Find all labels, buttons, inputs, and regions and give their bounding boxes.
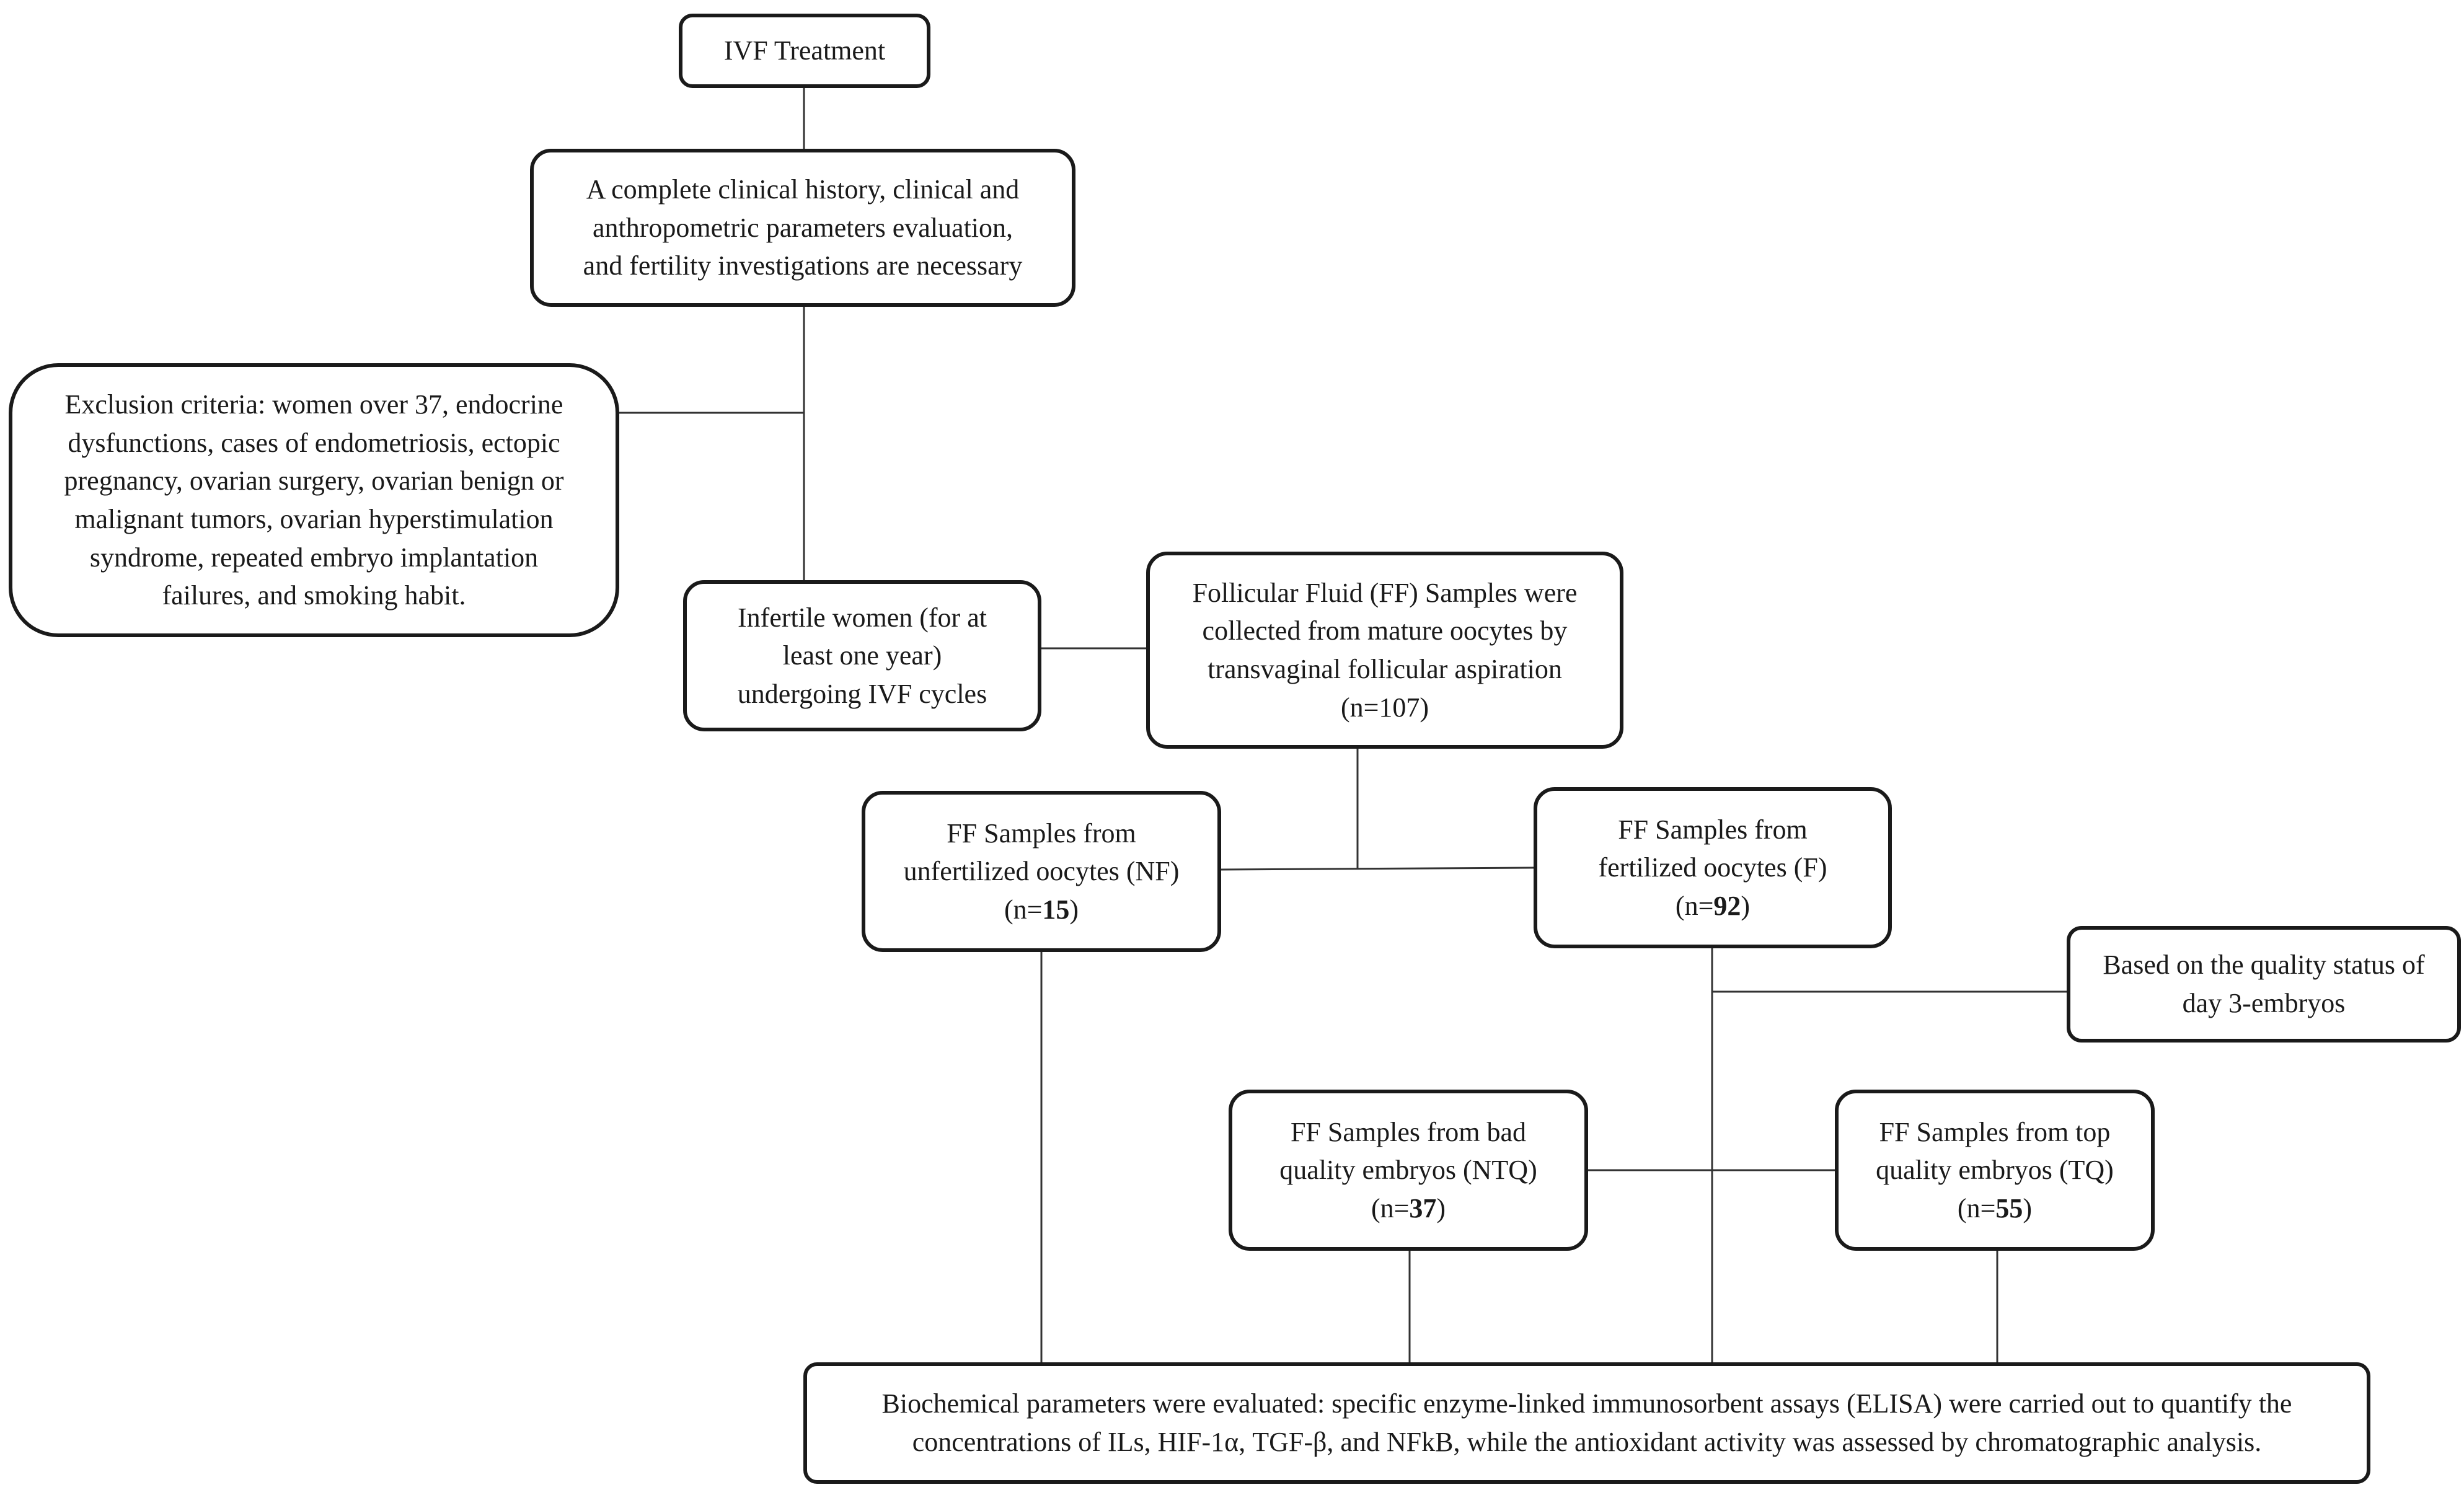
count-prefix: (n=	[1675, 890, 1714, 921]
clinical-history-label: A complete clinical history, clinical an…	[583, 174, 1023, 281]
fertilized-count: (n=92)	[1599, 887, 1827, 925]
unfertilized-oocytes-content: FF Samples from unfertilized oocytes (NF…	[904, 814, 1180, 929]
top-quality-embryos-box: FF Samples from top quality embryos (TQ)…	[1835, 1090, 2155, 1251]
infertile-women-box: Infertile women (for at least one year) …	[683, 580, 1041, 731]
biochemical-parameters-label: Biochemical parameters were evaluated: s…	[881, 1388, 2292, 1457]
count-suffix: )	[1741, 890, 1751, 921]
unfertilized-oocytes-box: FF Samples from unfertilized oocytes (NF…	[862, 791, 1221, 952]
ivf-treatment-label: IVF Treatment	[723, 35, 886, 66]
top-quality-count-value: 55	[1995, 1192, 2023, 1223]
count-suffix: )	[1069, 894, 1079, 925]
count-suffix: )	[2023, 1192, 2033, 1223]
embryo-quality-label: Based on the quality status of day 3-emb…	[2103, 950, 2425, 1018]
bad-quality-count: (n=37)	[1279, 1189, 1537, 1228]
top-quality-embryos-label: FF Samples from top quality embryos (TQ)	[1876, 1116, 2114, 1186]
count-prefix: (n=	[1371, 1192, 1410, 1223]
count-suffix: )	[1436, 1192, 1446, 1223]
unfertilized-count: (n=15)	[904, 891, 1180, 929]
bad-quality-embryos-label: FF Samples from bad quality embryos (NTQ…	[1279, 1116, 1537, 1186]
exclusion-criteria-label: Exclusion criteria: women over 37, endoc…	[64, 389, 564, 611]
unfertilized-count-value: 15	[1042, 894, 1070, 925]
count-prefix: (n=	[1004, 894, 1043, 925]
unfertilized-oocytes-label: FF Samples from unfertilized oocytes (NF…	[903, 818, 1180, 887]
top-quality-embryos-content: FF Samples from top quality embryos (TQ)…	[1876, 1113, 2114, 1228]
fertilized-oocytes-content: FF Samples from fertilized oocytes (F) (…	[1599, 811, 1827, 925]
fertilized-oocytes-label: FF Samples from fertilized oocytes (F)	[1598, 814, 1827, 883]
exclusion-criteria-box: Exclusion criteria: women over 37, endoc…	[9, 363, 619, 637]
bad-quality-embryos-box: FF Samples from bad quality embryos (NTQ…	[1229, 1090, 1588, 1251]
top-quality-count: (n=55)	[1876, 1189, 2114, 1228]
connector-nf-f	[1221, 866, 1534, 871]
fertilized-count-value: 92	[1713, 890, 1741, 921]
fertilized-oocytes-box: FF Samples from fertilized oocytes (F) (…	[1534, 787, 1892, 948]
infertile-women-label: Infertile women (for at least one year) …	[737, 602, 987, 709]
follicular-fluid-label: Follicular Fluid (FF) Samples were colle…	[1192, 577, 1578, 723]
bad-quality-count-value: 37	[1409, 1192, 1437, 1223]
count-prefix: (n=	[1957, 1192, 1996, 1223]
bad-quality-embryos-content: FF Samples from bad quality embryos (NTQ…	[1279, 1113, 1537, 1228]
clinical-history-box: A complete clinical history, clinical an…	[530, 149, 1075, 307]
ivf-treatment-box: IVF Treatment	[679, 14, 930, 88]
embryo-quality-box: Based on the quality status of day 3-emb…	[2067, 926, 2461, 1043]
follicular-fluid-box: Follicular Fluid (FF) Samples were colle…	[1146, 552, 1623, 749]
biochemical-parameters-box: Biochemical parameters were evaluated: s…	[803, 1362, 2370, 1484]
